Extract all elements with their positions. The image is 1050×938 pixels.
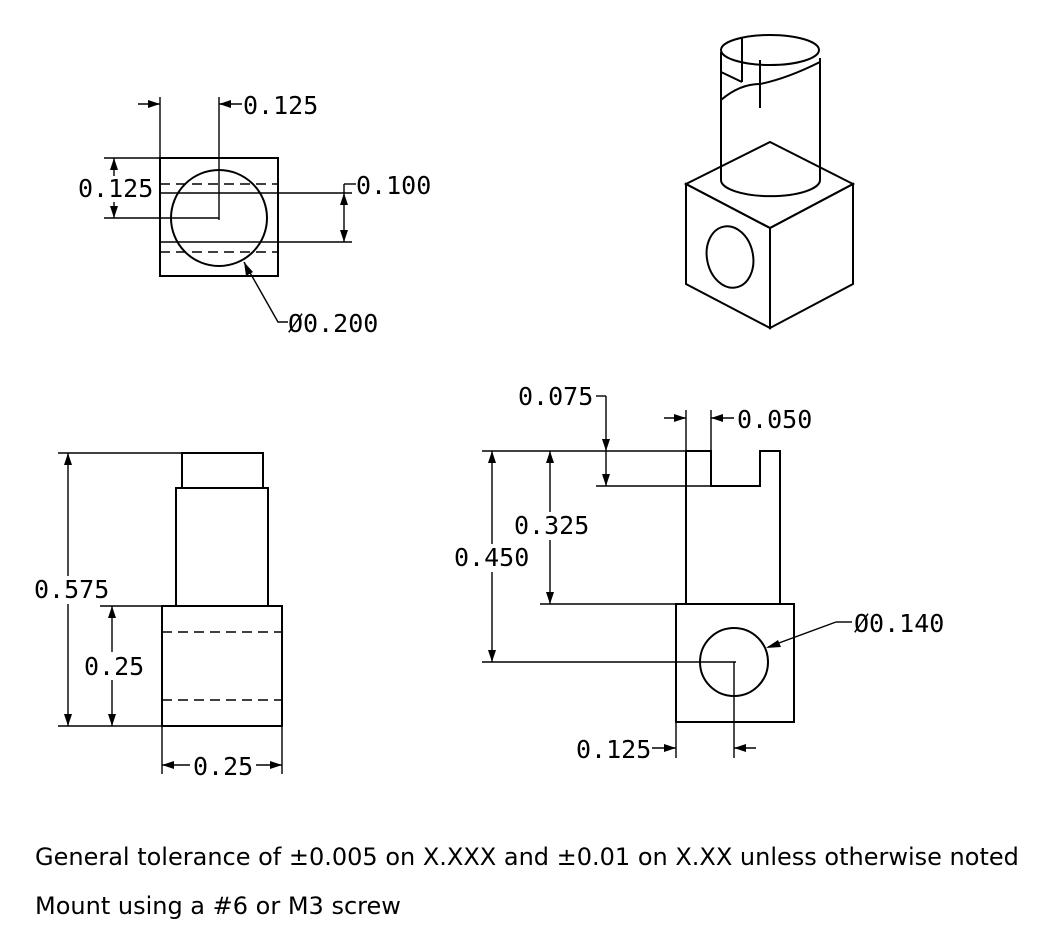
arrowhead [674, 414, 686, 422]
arrowhead [148, 100, 160, 108]
arrowhead [108, 606, 116, 618]
arrowhead [110, 206, 118, 218]
label-backdrop [452, 544, 528, 572]
arrowhead [270, 761, 282, 769]
arrowhead [546, 592, 554, 604]
mounting-note: Mount using a #6 or M3 screw [35, 892, 401, 920]
arrowhead [602, 474, 610, 486]
dim-center-y: 0.125 [78, 174, 153, 203]
arrowhead [734, 744, 746, 752]
dim-slot-width: 0.050 [737, 405, 812, 434]
arrowhead [162, 761, 174, 769]
dim-hole-offset: 0.125 [576, 735, 651, 764]
dim-block-height: 0.25 [84, 652, 144, 681]
arrowhead [64, 453, 72, 465]
dim-shaft-height: 0.325 [514, 511, 589, 540]
cube-top-face [683, 140, 856, 230]
side-view: 0.075 0.050 0.325 0.450 Ø0.140 0.125 [452, 382, 944, 764]
dim-slot-depth: 0.075 [518, 382, 593, 411]
arrowhead [110, 158, 118, 170]
front-view: 0.575 0.25 0.25 [32, 452, 283, 781]
dim-hole: Ø0.200 [288, 309, 378, 338]
shaft-outline [175, 487, 269, 607]
cross-hole [705, 225, 755, 289]
leader-line [243, 261, 288, 323]
cube-left-face [685, 182, 771, 330]
dim-total-height: 0.575 [34, 575, 109, 604]
label-backdrop [512, 512, 588, 540]
block-outline [675, 603, 795, 723]
arrowhead [664, 744, 676, 752]
shaft-tip-outline [181, 452, 264, 489]
dim-block-width: 0.25 [193, 752, 253, 781]
arrowhead [340, 230, 348, 242]
arrowhead [108, 714, 116, 726]
arrowhead [244, 262, 253, 276]
top-view: 0.125 0.125 0.100 Ø0.200 [76, 91, 431, 338]
dim-hole-height: 0.450 [454, 543, 529, 572]
shaft-base-curve [720, 179, 821, 198]
slot-floor [759, 61, 821, 85]
arrowhead [340, 193, 348, 205]
arrowhead [766, 640, 781, 648]
arrowhead [546, 451, 554, 463]
label-backdrop [82, 652, 140, 680]
arrowhead [488, 650, 496, 662]
arrowhead [219, 100, 231, 108]
shaft-top [720, 34, 820, 66]
leader-line [767, 621, 837, 648]
arrowhead [602, 439, 610, 451]
slot-floor [720, 83, 761, 101]
slotted-shaft-outline [685, 450, 781, 604]
label-backdrop [32, 576, 108, 604]
dim-slot: 0.100 [356, 171, 431, 200]
tolerance-note: General tolerance of ±0.005 on X.XXX and… [35, 843, 1019, 871]
isometric-view [683, 34, 856, 330]
arrowhead [488, 451, 496, 463]
block-outline [161, 605, 283, 727]
label-backdrop [76, 176, 154, 202]
arrowhead [711, 414, 723, 422]
dim-center-x: 0.125 [243, 91, 318, 120]
slot-edge [720, 71, 743, 83]
cube-right-face [769, 182, 854, 330]
dim-hole-diameter: Ø0.140 [854, 609, 944, 638]
arrowhead [64, 714, 72, 726]
